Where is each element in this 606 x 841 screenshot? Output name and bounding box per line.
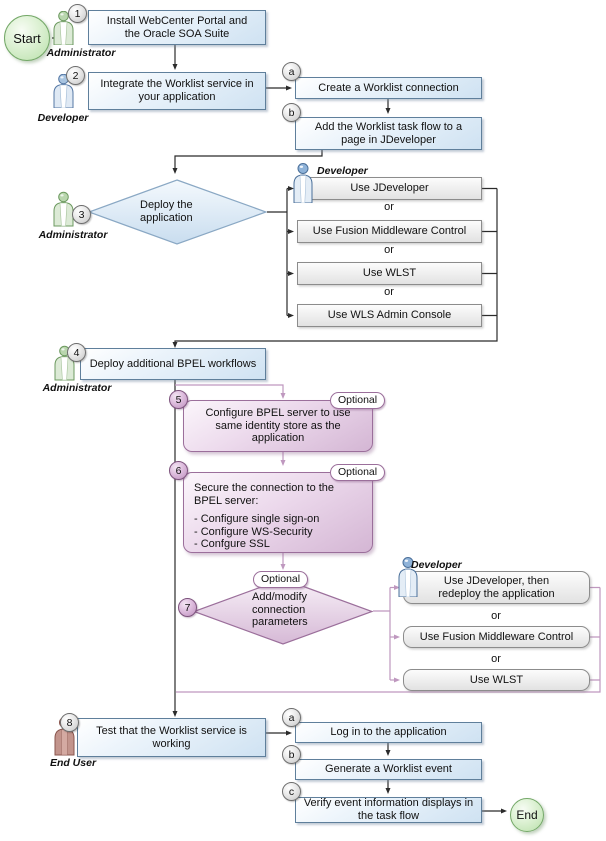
step8c-text: Verify event information displays in the… [303,797,474,822]
modify-option-text: Use Fusion Middleware Control [419,630,574,643]
step3-badge: 3 [72,205,91,224]
step2-badge: 2 [66,66,85,85]
optional-pill: Optional [253,571,309,588]
decision-deploy-application [88,179,267,245]
administrator-label: Administrator [42,382,112,394]
step2b-badge: b [282,103,301,122]
step6-badge: 6 [169,461,188,480]
step2-text: Integrate the Worklist service in your a… [100,78,254,103]
step5-badge: 5 [169,390,188,409]
step8a-box: Log in to the application [295,722,482,743]
modify-option-jdeveloper: Use JDeveloper, then redeploy the applic… [403,571,590,604]
administrator-label: Administrator [46,47,116,59]
modify-option-text: Use JDeveloper, then redeploy the applic… [438,574,555,600]
modify-option-fmc: Use Fusion Middleware Control [403,626,590,648]
developer-icon [396,557,422,602]
or-separator: or [384,286,394,298]
administrator-icon [51,345,79,386]
developer-icon [291,163,317,208]
deploy-option-text: Use JDeveloper [350,182,429,195]
deploy-option-text: Use WLS Admin Console [327,309,452,322]
step2a-badge: a [282,62,301,81]
step8a-text: Log in to the application [330,726,447,739]
step6-bullet: - Configure single sign-on [194,513,320,526]
step8c-badge: c [282,782,301,801]
or-separator: or [384,244,394,256]
step8-box: Test that the Worklist service is workin… [77,718,266,757]
step8b-badge: b [282,745,301,764]
step2a-box: Create a Worklist connection [295,77,482,99]
developer-label: Developer [317,165,368,177]
start-label: Start [13,30,41,46]
administrator-icon [50,191,78,232]
step7-badge: 7 [178,598,197,617]
step1-box: Install WebCenter Portal and the Oracle … [88,10,266,45]
step1-text: Install WebCenter Portal and the Oracle … [106,14,248,40]
or-separator: or [384,201,394,213]
optional-pill: Optional [330,464,386,481]
step6-bullet: - Confgure SSL [194,538,270,551]
or-separator: or [491,653,501,665]
step6-box: Secure the connection to the BPEL server… [183,472,373,553]
step4-box: Deploy additional BPEL workflows [80,348,266,380]
step1-badge: 1 [68,4,87,23]
administrator-label: Administrator [38,229,108,241]
modify-option-text: Use WLST [469,673,524,686]
end-node: End [510,798,544,832]
deploy-option-fmc: Use Fusion Middleware Control [297,220,482,243]
step2a-text: Create a Worklist connection [318,81,459,94]
decision-add-modify-connection [193,578,373,645]
developer-icon [50,73,78,113]
step8-badge: 8 [60,713,79,732]
step2b-text: Add the Worklist task flow to a page in … [314,120,463,146]
deploy-option-wlst: Use WLST [297,262,482,285]
optional-pill: Optional [330,392,386,409]
step8a-badge: a [282,708,301,727]
step6-title: Secure the connection to the BPEL server… [194,482,335,507]
modify-option-wlst: Use WLST [403,669,590,691]
start-node: Start [4,15,50,61]
step4-badge: 4 [67,343,86,362]
step7-text: Add/modify connection parameters [252,591,308,629]
step8b-box: Generate a Worklist event [295,759,482,780]
or-separator: or [491,610,501,622]
step5-text: Configure BPEL server to use same identi… [205,407,351,445]
step6-bullet: - Configure WS-Security [194,525,313,538]
step2b-box: Add the Worklist task flow to a page in … [295,117,482,150]
end-user-label: End User [49,757,97,769]
step2-box: Integrate the Worklist service in your a… [88,72,266,110]
deploy-option-jdeveloper: Use JDeveloper [297,177,482,200]
step3-text: Deploy the application [140,199,193,224]
step8c-box: Verify event information displays in the… [295,797,482,823]
deploy-option-text: Use Fusion Middleware Control [312,225,467,238]
developer-label: Developer [411,559,462,571]
step8b-text: Generate a Worklist event [325,763,452,776]
deploy-option-wls-admin-console: Use WLS Admin Console [297,304,482,327]
end-label: End [516,808,538,822]
step4-text: Deploy additional BPEL workflows [89,357,257,370]
deploy-option-text: Use WLST [362,267,417,280]
step8-text: Test that the Worklist service is workin… [96,724,247,750]
developer-label: Developer [37,112,89,124]
